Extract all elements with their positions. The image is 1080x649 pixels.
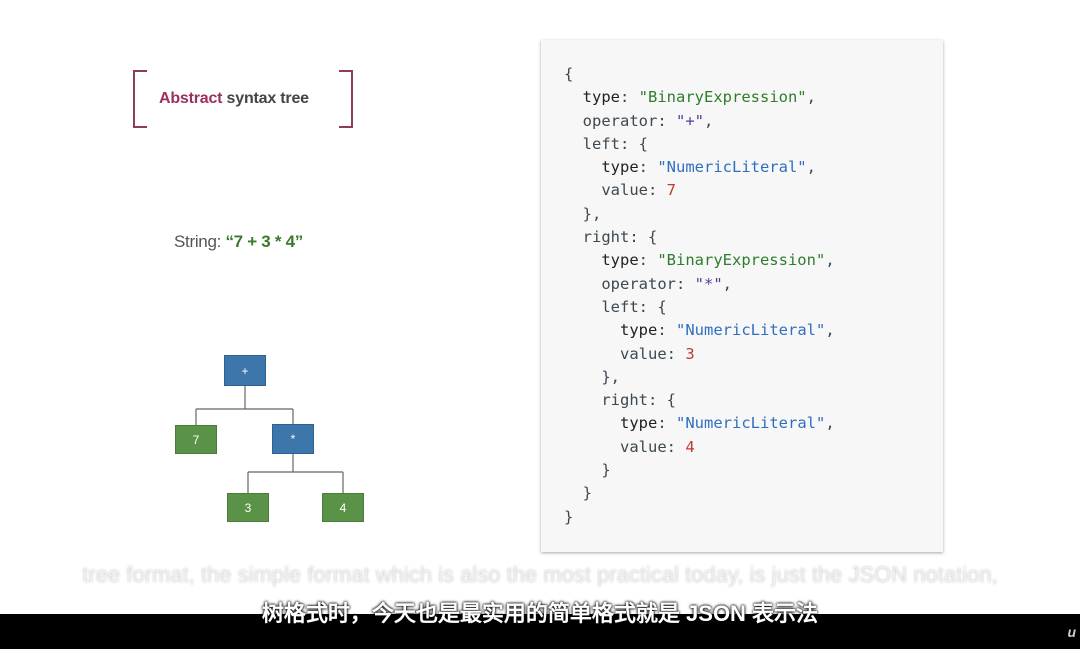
code-key: type — [601, 251, 639, 270]
title-rest: syntax tree — [222, 90, 310, 107]
tree-node-4: 4 — [322, 493, 364, 522]
diagram-title: Abstract syntax tree — [159, 90, 309, 108]
code-key: right — [582, 228, 630, 247]
code-key: operator — [582, 111, 658, 130]
code-brace: } — [582, 484, 593, 503]
code-string: "+" — [676, 111, 704, 130]
code-key: left — [582, 134, 620, 153]
string-line: String: “7 + 3 * 4” — [174, 232, 303, 252]
code-key: right — [601, 391, 648, 410]
code-key: type — [620, 321, 658, 340]
string-value: “7 + 3 * 4” — [225, 232, 303, 251]
tree-node-multiply: * — [272, 424, 314, 454]
code-brace: } — [601, 461, 611, 480]
code-brace: }, — [582, 204, 602, 223]
video-bottom-bar — [0, 614, 1080, 649]
code-key: type — [582, 88, 620, 107]
code-key: value — [620, 344, 667, 363]
tree-node-plus: + — [224, 355, 266, 386]
code-number: 3 — [685, 344, 695, 363]
code-string: "BinaryExpression" — [657, 251, 826, 270]
code-key: left — [601, 297, 639, 316]
subtitle-chinese: 树格式时，今天也是最实用的简单格式就是 JSON 表示法 — [261, 601, 819, 626]
string-label: String: — [174, 232, 226, 251]
json-code: { type: "BinaryExpression", operator: "+… — [564, 65, 835, 526]
code-string: "*" — [694, 274, 723, 293]
tree-node-3: 3 — [227, 493, 269, 522]
code-key: value — [601, 181, 648, 200]
subtitle-english: tree format, the simple format which is … — [82, 562, 998, 587]
code-string: "BinaryExpression" — [638, 88, 807, 107]
code-key: type — [601, 158, 639, 177]
code-open-brace: { — [564, 65, 574, 83]
code-string: "NumericLiteral" — [676, 321, 826, 340]
json-code-panel: { type: "BinaryExpression", operator: "+… — [541, 40, 943, 552]
left-bracket — [133, 70, 147, 128]
code-key: type — [620, 414, 658, 433]
title-box: Abstract syntax tree — [133, 70, 353, 128]
code-brace: }, — [601, 367, 620, 386]
code-string: "NumericLiteral" — [676, 414, 826, 433]
watermark-logo: u — [1067, 624, 1076, 640]
tree-node-7: 7 — [175, 425, 217, 454]
code-number: 4 — [685, 437, 695, 456]
code-key: operator — [601, 274, 676, 293]
code-number: 7 — [666, 181, 677, 200]
title-accent: Abstract — [159, 90, 223, 107]
code-key: value — [620, 437, 667, 456]
code-string: "NumericLiteral" — [657, 158, 807, 177]
right-bracket — [339, 70, 353, 128]
code-close-brace: } — [564, 507, 574, 526]
